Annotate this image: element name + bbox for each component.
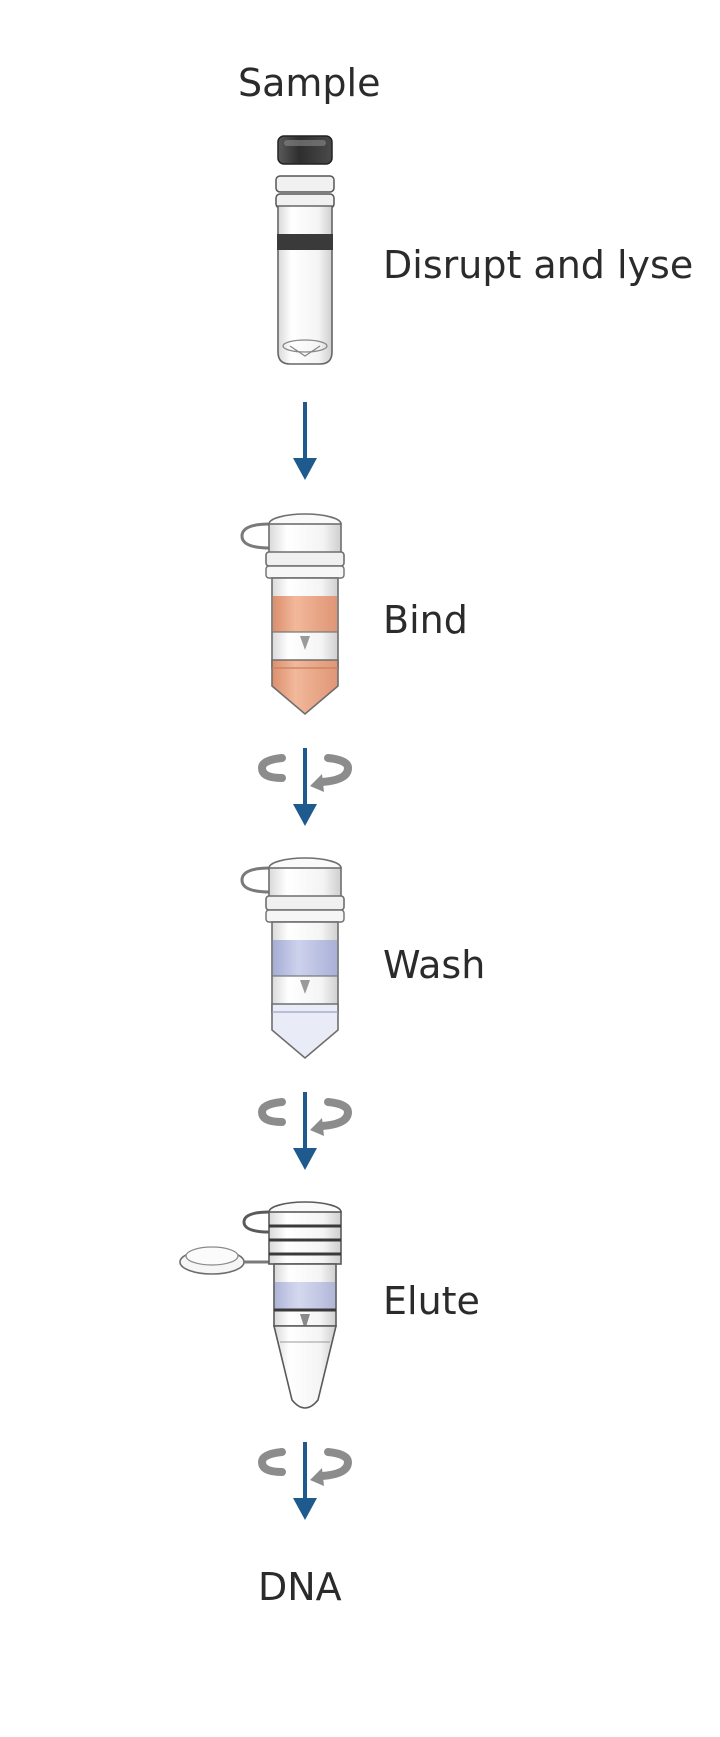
bead-tube-icon — [276, 136, 334, 364]
step-label-wash: Wash — [383, 946, 485, 984]
step-label-sample: Sample — [238, 64, 380, 102]
step-label-disrupt-and-lyse: Disrupt and lyse — [383, 246, 693, 284]
centrifuge-spin-icon — [262, 748, 348, 826]
centrifuge-spin-icon — [262, 1092, 348, 1170]
step-label-elute: Elute — [383, 1282, 480, 1320]
spin-column-wash-icon — [242, 858, 344, 1058]
spin-column-bind-icon — [242, 514, 344, 714]
centrifuge-spin-icon — [262, 1442, 348, 1520]
step-label-bind: Bind — [383, 601, 468, 639]
elution-tube-icon — [180, 1202, 341, 1408]
down-arrow-icon — [293, 402, 317, 480]
step-label-dna: DNA — [258, 1568, 342, 1606]
